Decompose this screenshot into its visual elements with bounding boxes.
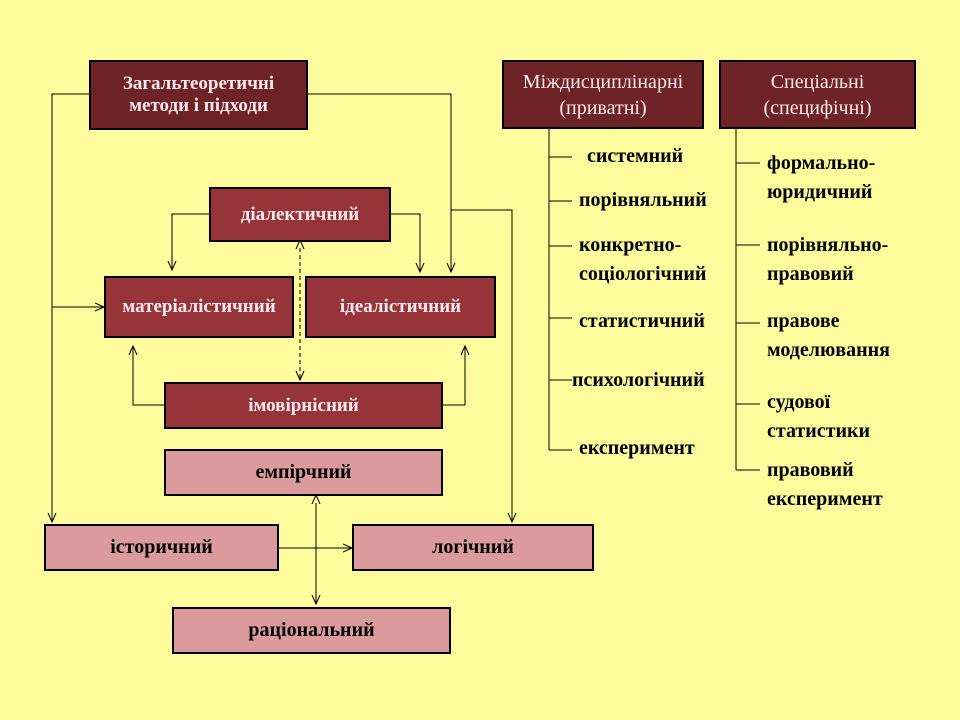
dialectical-box: діалектичний <box>209 187 391 242</box>
special-item: порівняльно- правовий <box>767 234 889 285</box>
arrow-general-historical <box>52 93 91 522</box>
idealistic-box: ідеалістичний <box>305 276 496 338</box>
special-item: формально- юридичний <box>767 152 876 203</box>
special-title-line2: (специфічні) <box>763 96 872 119</box>
interdisciplinary-title-line2: (приватні) <box>559 96 647 119</box>
special-item: судової статистики <box>767 391 871 442</box>
interdisciplinary-item: конкретно- соціологічний <box>579 234 707 285</box>
probabilistic-label: імовірнісний <box>248 394 359 416</box>
materialistic-box: матеріалістичний <box>104 276 294 338</box>
special-header: Спеціальні (специфічні) <box>719 60 916 129</box>
rational-label: раціональний <box>248 619 375 641</box>
empirical-label: емпірчний <box>255 461 352 483</box>
interdisciplinary-item: статистичний <box>579 310 705 332</box>
interdisciplinary-item: експеримент <box>579 437 695 459</box>
arrow-probabilistic-materialistic <box>133 346 165 406</box>
general-methods-box: Загальтеоретичні методи і підходи <box>89 60 308 130</box>
arrow-to-logical <box>451 209 512 522</box>
special-item: правове моделювання <box>767 310 890 361</box>
historical-box: історичний <box>44 524 279 571</box>
arrow-dialectical-materialistic <box>172 213 210 270</box>
logical-label: логічний <box>432 536 514 558</box>
idealistic-label: ідеалістичний <box>339 296 462 317</box>
materialistic-label: матеріалістичний <box>122 296 276 317</box>
logical-box: логічний <box>352 524 594 571</box>
interdisciplinary-header: Міждисциплінарні (приватні) <box>502 60 704 129</box>
general-title-line2: методи і підходи <box>129 95 268 116</box>
special-item: правовий експеримент <box>767 459 883 510</box>
arrow-general-idealistic <box>307 93 451 272</box>
probabilistic-box: імовірнісний <box>164 382 443 429</box>
arrow-probabilistic-idealistic <box>442 346 465 406</box>
general-title-line1: Загальтеоретичні <box>122 73 275 94</box>
empirical-box: емпірчний <box>164 449 443 496</box>
arrow-dialectical-idealistic <box>390 213 420 272</box>
interdisciplinary-item: системний <box>587 145 684 167</box>
interdisciplinary-item: порівняльний <box>579 189 707 211</box>
interdisciplinary-title-line1: Міждисциплінарні <box>522 70 684 93</box>
historical-label: історичний <box>110 536 213 558</box>
interdisciplinary-item: психологічний <box>572 369 705 391</box>
dialectical-label: діалектичний <box>240 203 360 225</box>
rational-box: раціональний <box>172 607 451 654</box>
special-title-line1: Спеціальні <box>770 70 865 93</box>
